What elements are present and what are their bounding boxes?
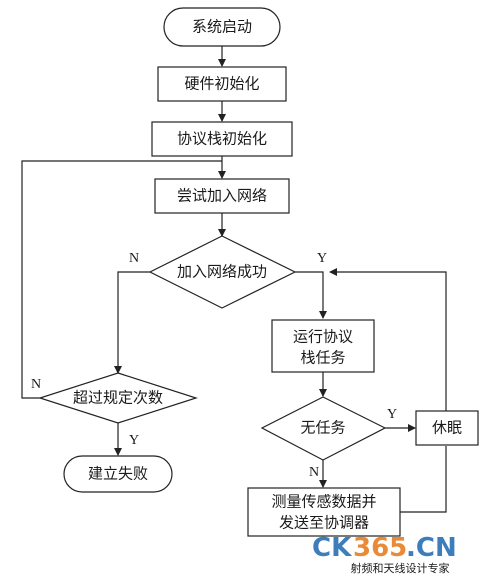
run-stack-node: 运行协议 栈任务 [271,319,375,373]
notask-yes-label: Y [387,407,397,422]
join-ok-label: 加入网络成功 [177,263,267,281]
watermark-cn: .CN [406,533,457,563]
join-no-label: N [129,251,139,266]
watermark-ck: CK [312,533,352,563]
run-stack-label-2: 栈任务 [300,349,345,367]
site-watermark: CK 365 .CN 射频和天线设计专家 [312,533,457,575]
hw-init-node: 硬件初始化 [157,66,287,102]
no-task-label: 无任务 [300,419,345,437]
sleep-node: 休眠 [415,410,479,446]
measure-label-2: 发送至协调器 [279,514,369,532]
notask-no-label: N [309,465,319,480]
start-label: 系统启动 [192,18,252,36]
exceed-label: 超过规定次数 [73,389,163,407]
run-stack-label-1: 运行协议 [293,328,353,346]
edge-measure-back [400,446,447,513]
start-node: 系统启动 [163,7,281,47]
edge-join-no [114,271,150,374]
edge-sleep-back [329,268,447,411]
measure-label-1: 测量传感数据并 [271,493,376,511]
watermark-tagline: 射频和天线设计专家 [351,561,450,575]
try-join-node: 尝试加入网络 [154,178,290,214]
fail-node: 建立失败 [63,455,173,493]
watermark-365: 365 [353,533,407,563]
edge-join-yes [295,271,327,319]
join-ok-decision: 加入网络成功 [148,235,297,309]
exceed-no-label: N [31,377,41,392]
no-task-decision: 无任务 [260,396,387,461]
exceed-decision: 超过规定次数 [38,372,198,424]
stack-init-node: 协议栈初始化 [151,121,293,157]
try-join-label: 尝试加入网络 [177,187,267,205]
connectors [21,46,447,513]
edge-exceed-no [21,160,222,399]
measure-node: 测量传感数据并 发送至协调器 [247,487,401,537]
hw-init-label: 硬件初始化 [184,75,259,93]
fail-label: 建立失败 [88,465,148,483]
sleep-label: 休眠 [432,419,462,437]
join-yes-label: Y [317,251,327,266]
exceed-yes-label: Y [129,433,139,448]
stack-init-label: 协议栈初始化 [177,130,267,148]
